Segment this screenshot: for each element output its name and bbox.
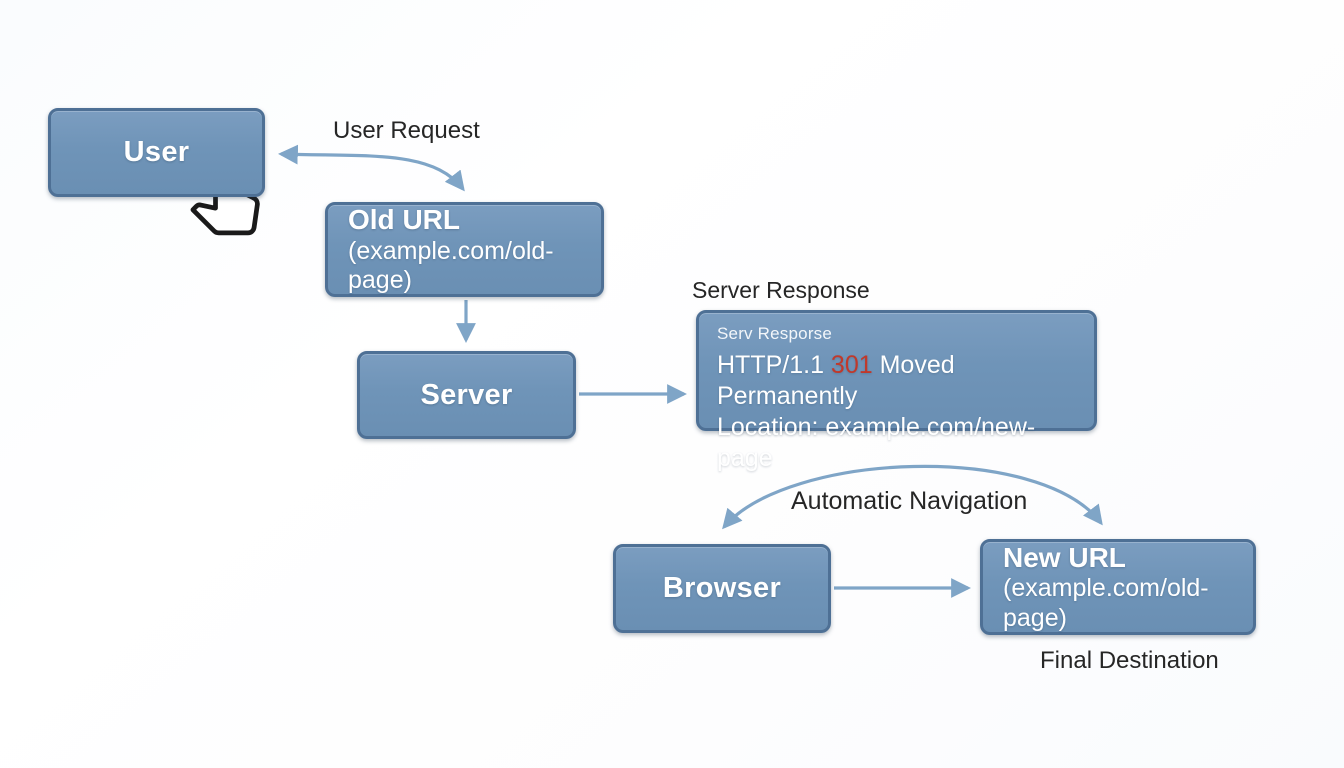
node-old-url: Old URL (example.com/old-page) xyxy=(325,202,604,297)
node-server-response: Serv Resporse HTTP/1.1 301 Moved Permane… xyxy=(696,310,1097,472)
node-browser: Browser xyxy=(613,544,831,633)
node-browser-label: Browser xyxy=(662,572,782,604)
server-response-inner-header: Serv Resporse xyxy=(717,324,833,343)
node-server-label: Server xyxy=(420,378,513,411)
node-new-url: New URL (example.com/old-page) xyxy=(980,539,1256,635)
node-old-url-subtitle: (example.com/old-page) xyxy=(348,236,554,295)
node-user: User xyxy=(48,108,265,197)
label-automatic-navigation: Automatic Navigation xyxy=(791,487,1028,515)
label-final-destination: Final Destination xyxy=(1040,647,1219,674)
node-server: Server xyxy=(357,351,576,439)
label-user-request: User Request xyxy=(333,117,480,144)
server-response-http-line: HTTP/1.1 301 Moved Permanently xyxy=(717,350,1074,412)
node-old-url-title: Old URL xyxy=(348,204,460,236)
user-request-arrow xyxy=(278,144,465,192)
label-server-response: Server Response xyxy=(692,277,870,303)
http-suffix: Moved Permanently xyxy=(717,351,955,410)
status-code-301: 301 xyxy=(830,351,873,379)
node-new-url-subtitle: (example.com/old-page) xyxy=(1003,574,1209,632)
node-user-label: User xyxy=(123,136,190,168)
node-new-url-title: New URL xyxy=(1003,541,1126,573)
server-response-location-line: Location: example.com/new-page xyxy=(717,413,1036,472)
http-prefix: HTTP/1.1 xyxy=(717,351,831,379)
